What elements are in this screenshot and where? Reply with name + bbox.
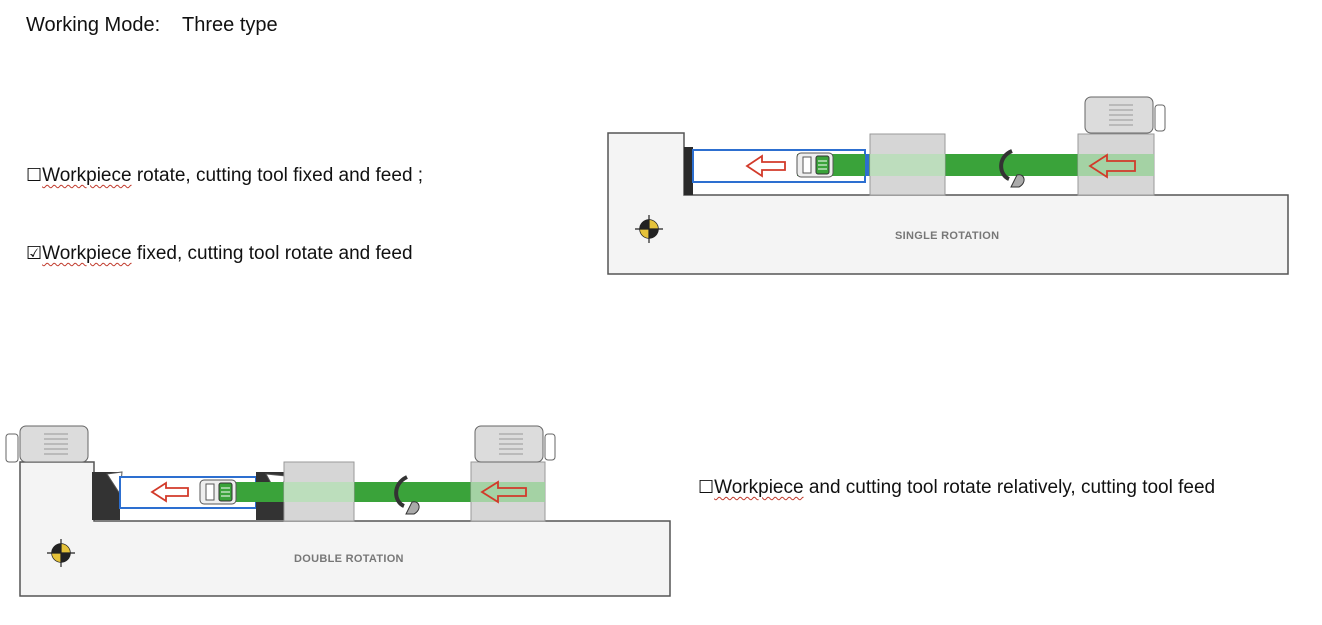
workpiece-edge xyxy=(865,154,869,176)
feed-arrow-icon xyxy=(150,481,189,503)
feed-arrow-icon xyxy=(745,154,786,178)
diagram-label: DOUBLE ROTATION xyxy=(294,553,404,565)
option-text: fixed, cutting tool rotate and feed xyxy=(131,243,413,264)
machine-bed xyxy=(607,132,1289,275)
option-keyword: Workpiece xyxy=(42,243,132,264)
rotation-arrow-icon xyxy=(999,149,1025,188)
option-keyword: Workpiece xyxy=(714,477,804,498)
feed-arrow-icon xyxy=(1088,153,1136,179)
motor-icon xyxy=(5,425,89,463)
option-text: and cutting tool rotate relatively, cutt… xyxy=(803,477,1216,498)
option-relative-rotation[interactable]: ☐Workpiece and cutting tool rotate relat… xyxy=(698,477,1215,499)
option-workpiece-fixed[interactable]: ☑Workpiece fixed, cutting tool rotate an… xyxy=(26,243,413,265)
cutting-head-icon xyxy=(199,479,237,505)
diagram-label: SINGLE ROTATION xyxy=(895,230,999,242)
center-of-gravity-icon xyxy=(635,215,663,243)
title-value: Three type xyxy=(182,14,278,36)
checkbox-icon[interactable]: ☐ xyxy=(26,165,43,186)
double-rotation-diagram: DOUBLE ROTATION xyxy=(4,422,674,600)
single-rotation-diagram: SINGLE ROTATION xyxy=(607,95,1292,277)
checked-checkbox-icon[interactable]: ☑ xyxy=(26,243,43,264)
title-label: Working Mode: xyxy=(26,14,161,36)
headstock-bar xyxy=(1078,154,1154,176)
workpiece-clamp xyxy=(684,147,693,195)
checkbox-icon[interactable]: ☐ xyxy=(698,477,715,498)
page-title: Working Mode: Three type xyxy=(26,14,278,37)
cutting-head-icon xyxy=(796,152,834,178)
center-of-gravity-icon xyxy=(47,539,75,567)
workpiece-chuck xyxy=(92,471,123,520)
option-workpiece-rotate[interactable]: ☐Workpiece rotate, cutting tool fixed an… xyxy=(26,165,423,187)
machine-bed xyxy=(19,461,671,597)
motor-icon xyxy=(474,425,556,463)
motor-icon xyxy=(1084,96,1166,134)
rotation-arrow-icon xyxy=(394,475,420,515)
support-block-bar xyxy=(284,482,354,502)
support-block-bar xyxy=(870,154,945,176)
feed-arrow-icon xyxy=(480,480,527,504)
option-keyword: Workpiece xyxy=(42,165,132,186)
option-text: rotate, cutting tool fixed and feed ; xyxy=(131,165,424,186)
